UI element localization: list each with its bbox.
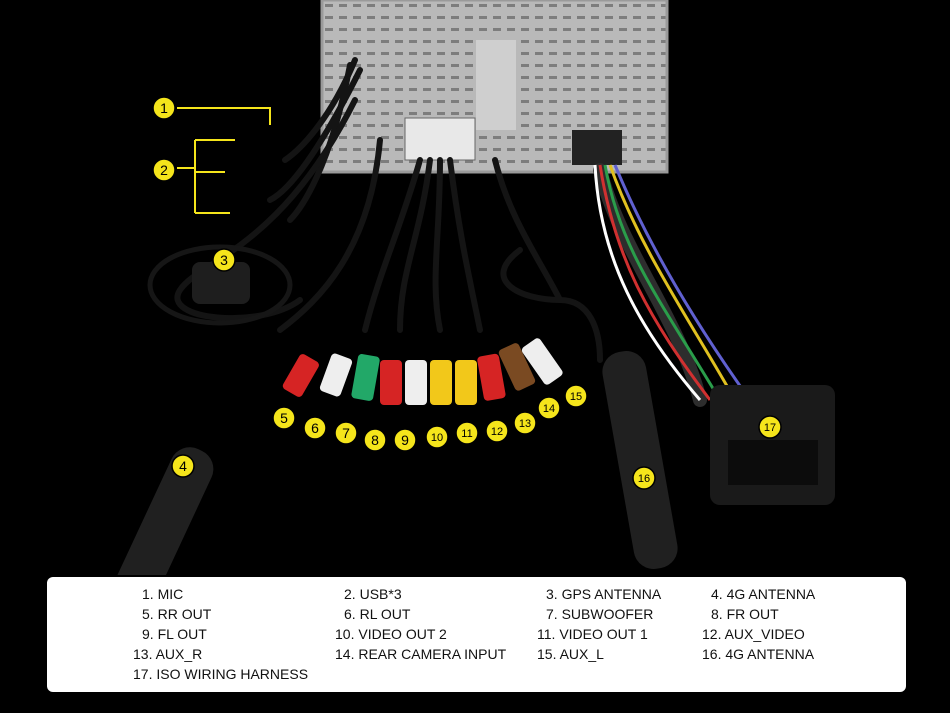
iso-harness-icon bbox=[710, 385, 835, 505]
rca-connector-icon bbox=[351, 354, 380, 401]
rca-connector-icon bbox=[319, 353, 353, 397]
legend-item-15: 15. AUX_L bbox=[537, 646, 604, 662]
callout-1: 1 bbox=[160, 100, 168, 116]
rca-connector-icon bbox=[521, 338, 563, 385]
callout-4: 4 bbox=[179, 458, 187, 474]
rca-connector-icon bbox=[455, 360, 477, 405]
rca-connector-icon bbox=[498, 343, 536, 391]
rca-connector-icon bbox=[282, 354, 319, 397]
callout-2: 2 bbox=[160, 162, 168, 178]
callout-14: 14 bbox=[543, 403, 555, 415]
legend-item-7: 7. SUBWOOFER bbox=[546, 606, 654, 622]
callout-brackets bbox=[177, 107, 271, 214]
rca-connector-icon bbox=[405, 360, 427, 405]
callout-12: 12 bbox=[491, 426, 503, 438]
legend-item-16: 16. 4G ANTENNA bbox=[702, 646, 815, 662]
callout-17: 17 bbox=[764, 422, 776, 434]
callout-6: 6 bbox=[311, 420, 319, 436]
legend-item-17: 17. ISO WIRING HARNESS bbox=[133, 666, 309, 682]
legend-item-6: 6. RL OUT bbox=[344, 606, 411, 622]
gps-antenna-icon bbox=[147, 244, 293, 326]
legend-item-3: 3. GPS ANTENNA bbox=[546, 586, 662, 602]
legend-item-2: 2. USB*3 bbox=[344, 586, 402, 602]
callout-15: 15 bbox=[570, 391, 582, 403]
iso-wires bbox=[593, 164, 752, 401]
rca-connectors bbox=[282, 338, 563, 405]
legend-item-13: 13. AUX_R bbox=[133, 646, 203, 662]
rca-connector-icon bbox=[477, 353, 506, 401]
legend-item-4: 4. 4G ANTENNA bbox=[711, 586, 816, 602]
head-unit-chassis bbox=[320, 0, 669, 174]
rca-connector-icon bbox=[380, 360, 402, 405]
callout-8: 8 bbox=[371, 432, 379, 448]
legend-item-5: 5. RR OUT bbox=[142, 606, 212, 622]
callout-5: 5 bbox=[280, 410, 288, 426]
callout-10: 10 bbox=[431, 432, 443, 444]
4g-antenna-icon-right bbox=[602, 351, 678, 569]
callout-9: 9 bbox=[401, 432, 409, 448]
4g-antenna-icon-left bbox=[97, 447, 214, 575]
legend-item-9: 9. FL OUT bbox=[142, 626, 207, 642]
callout-11: 11 bbox=[461, 428, 472, 440]
legend-item-10: 10. VIDEO OUT 2 bbox=[335, 626, 447, 642]
legend-item-12: 12. AUX_VIDEO bbox=[702, 626, 805, 642]
legend-item-8: 8. FR OUT bbox=[711, 606, 779, 622]
legend-item-11: 11. VIDEO OUT 1 bbox=[537, 626, 648, 642]
legend-item-14: 14. REAR CAMERA INPUT bbox=[335, 646, 507, 662]
legend-panel: 1. MIC 2. USB*3 3. GPS ANTENNA 4. 4G ANT… bbox=[47, 577, 906, 692]
legend-item-1: 1. MIC bbox=[142, 586, 184, 602]
cable-bundle bbox=[174, 57, 707, 407]
callout-16: 16 bbox=[638, 473, 650, 485]
callout-3: 3 bbox=[220, 252, 228, 268]
callout-badges: 1 2 3 4 5 6 7 8 9 10 11 12 13 14 15 16 1 bbox=[152, 96, 782, 490]
wiring-photo: 1 2 3 4 5 6 7 8 9 10 11 12 13 14 15 16 1 bbox=[97, 0, 835, 575]
callout-7: 7 bbox=[342, 425, 350, 441]
rca-connector-icon bbox=[430, 360, 452, 405]
callout-13: 13 bbox=[519, 418, 531, 430]
